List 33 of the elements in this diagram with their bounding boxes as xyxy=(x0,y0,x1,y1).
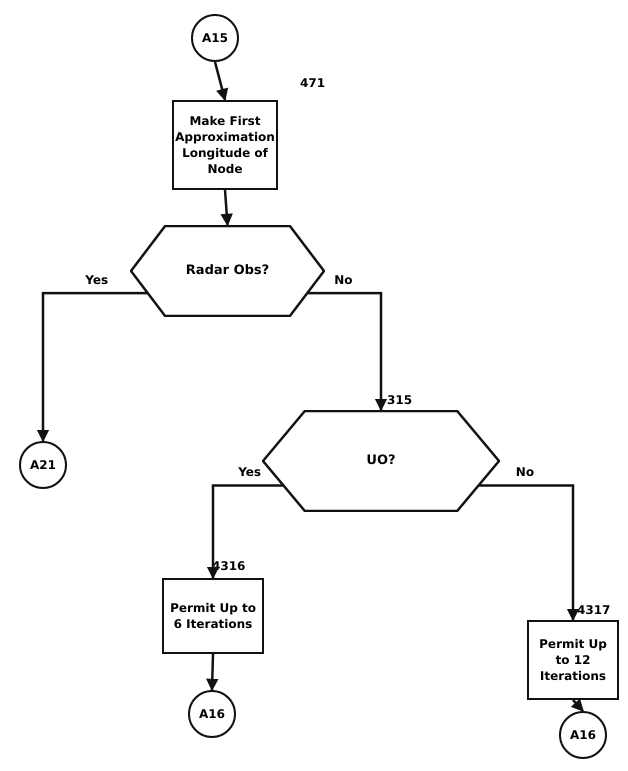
process-box xyxy=(162,578,264,654)
arrow xyxy=(220,190,233,226)
connector-circle xyxy=(559,711,607,759)
arrow xyxy=(570,698,584,712)
edge-label: Yes xyxy=(83,273,110,288)
step-number: 4317 xyxy=(577,603,610,617)
node-text: Make First Approximation Longitude of Node xyxy=(175,112,275,178)
node-text: A16 xyxy=(199,706,225,722)
arrow xyxy=(478,484,580,622)
node-text: Permit Up to 12 Iterations xyxy=(538,636,608,684)
decision-hexagon xyxy=(262,410,500,512)
connector-circle xyxy=(188,690,236,738)
arrow xyxy=(307,292,388,412)
connector-circle xyxy=(19,441,67,489)
node-text: Permit Up to 6 Iterations xyxy=(169,600,257,632)
edge-label: Yes xyxy=(236,465,264,480)
node-text: Radar Obs? xyxy=(186,262,270,280)
node-text: A16 xyxy=(570,726,596,744)
node-text: A15 xyxy=(202,30,228,46)
arrow xyxy=(36,292,148,442)
edge-label: No xyxy=(332,273,355,288)
node-text: A21 xyxy=(30,456,56,474)
arrow xyxy=(206,654,219,692)
process-box xyxy=(172,100,278,190)
arrow xyxy=(214,62,228,102)
arrow xyxy=(206,484,284,580)
connector-circle xyxy=(191,14,239,62)
node-text: UO? xyxy=(366,452,396,470)
edge-label: No xyxy=(514,465,536,480)
process-box xyxy=(527,620,619,700)
decision-hexagon xyxy=(130,225,325,317)
step-number: 315 xyxy=(387,393,412,407)
step-number: 471 xyxy=(300,76,326,90)
